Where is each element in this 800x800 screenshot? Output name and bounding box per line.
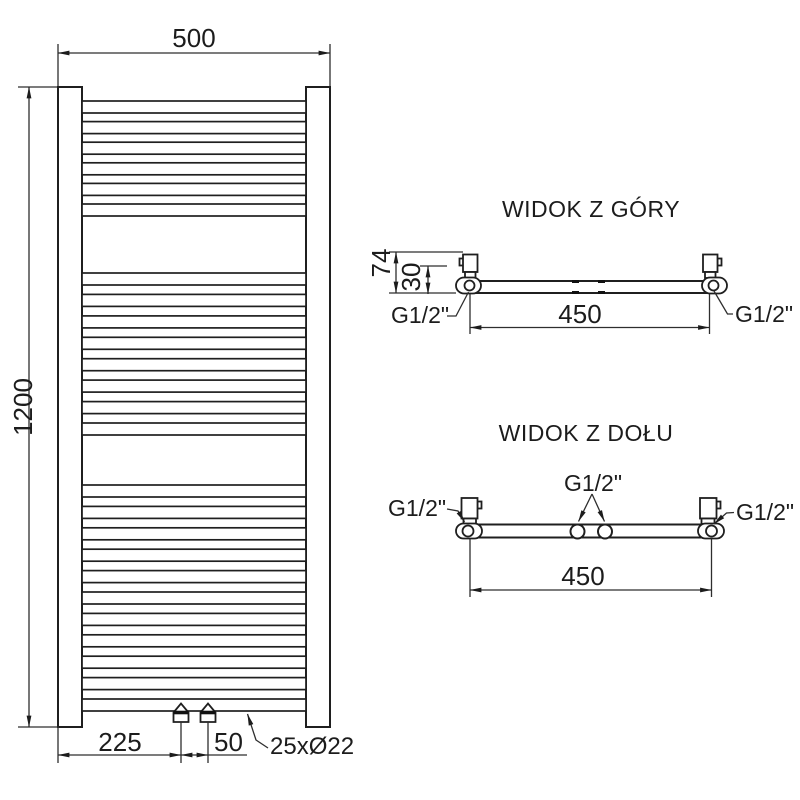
radiator-tube [81, 612, 307, 627]
radiator-tube [81, 182, 307, 197]
thread-label-left: G1/2" [391, 302, 449, 328]
bottom-view-title: WIDOK Z DOŁU [499, 420, 674, 446]
center-connection-port [597, 523, 613, 540]
radiator-front-view: 500 1200 225 50 25xØ [8, 23, 354, 763]
dimension-mount-spacing-label: 450 [558, 299, 601, 329]
radiator-tube [81, 315, 307, 329]
top-view-tube-bar [469, 280, 711, 294]
dimension-mount-spacing-label: 450 [561, 561, 604, 591]
tube-spec-label: 25xØ22 [270, 733, 354, 760]
radiator-tube [81, 484, 307, 498]
radiator-tube [81, 591, 307, 605]
radiator-tube [81, 548, 307, 563]
radiator-tube [81, 203, 307, 217]
thread-leader [577, 493, 593, 522]
tube-array [81, 100, 307, 712]
radiator-top-view: WIDOK Z GÓRY 74 30 G1/2" G1/2" [366, 196, 793, 334]
wall-bracket [702, 253, 719, 273]
bottom-connection-valve [172, 702, 190, 723]
thread-bore [707, 279, 720, 292]
radiator-tube [81, 336, 307, 351]
radiator-tube [81, 379, 307, 393]
center-connection-port [569, 523, 586, 540]
thread-bore [705, 524, 718, 538]
radiator-tube [81, 293, 307, 308]
thread-label-right: G1/2" [736, 499, 794, 525]
thread-leader [713, 511, 735, 525]
radiator-tube [81, 100, 307, 114]
radiator-tube [81, 400, 307, 415]
bottom-view-tube-bar [469, 523, 711, 539]
radiator-tube [81, 698, 307, 712]
wall-bracket [699, 497, 718, 520]
dimension-height-label: 1200 [8, 378, 38, 436]
dimension-width-label: 500 [172, 23, 215, 53]
wall-bracket [462, 253, 479, 273]
bottom-connection-valve [199, 702, 217, 723]
thread-leader [591, 493, 606, 522]
radiator-tube [81, 569, 307, 584]
radiator-tube [81, 161, 307, 176]
radiator-tube [81, 141, 307, 156]
radiator-tube [81, 422, 307, 436]
wall-bracket [460, 497, 479, 520]
right-collector-rail [305, 86, 331, 728]
tube-spec-leader [246, 713, 269, 749]
radiator-tube [81, 655, 307, 670]
thread-label-center: G1/2" [564, 470, 622, 496]
top-view-title: WIDOK Z GÓRY [502, 196, 680, 222]
radiator-tube [81, 505, 307, 520]
radiator-tube [81, 676, 307, 691]
radiator-tube [81, 357, 307, 372]
dimension-spacing-label: 50 [214, 727, 243, 757]
radiator-bottom-view: WIDOK Z DOŁU G1/2" G1/2" G1/2" 450 [388, 420, 794, 597]
left-collector-rail [57, 86, 83, 728]
dimension-depth-label: 74 [366, 249, 396, 278]
thread-label-left: G1/2" [388, 495, 446, 521]
thread-leader [447, 291, 470, 317]
thread-bore [461, 524, 475, 538]
thread-bore [463, 279, 476, 292]
thread-leader [446, 508, 466, 523]
radiator-tube [81, 120, 307, 135]
dimension-offset-label: 225 [98, 727, 141, 757]
radiator-tube [81, 526, 307, 541]
thread-label-right: G1/2" [735, 301, 793, 327]
dimension-bracket-depth-label: 30 [396, 263, 426, 292]
thread-leader [713, 290, 733, 315]
radiator-tube [81, 272, 307, 286]
radiator-tube [81, 633, 307, 648]
